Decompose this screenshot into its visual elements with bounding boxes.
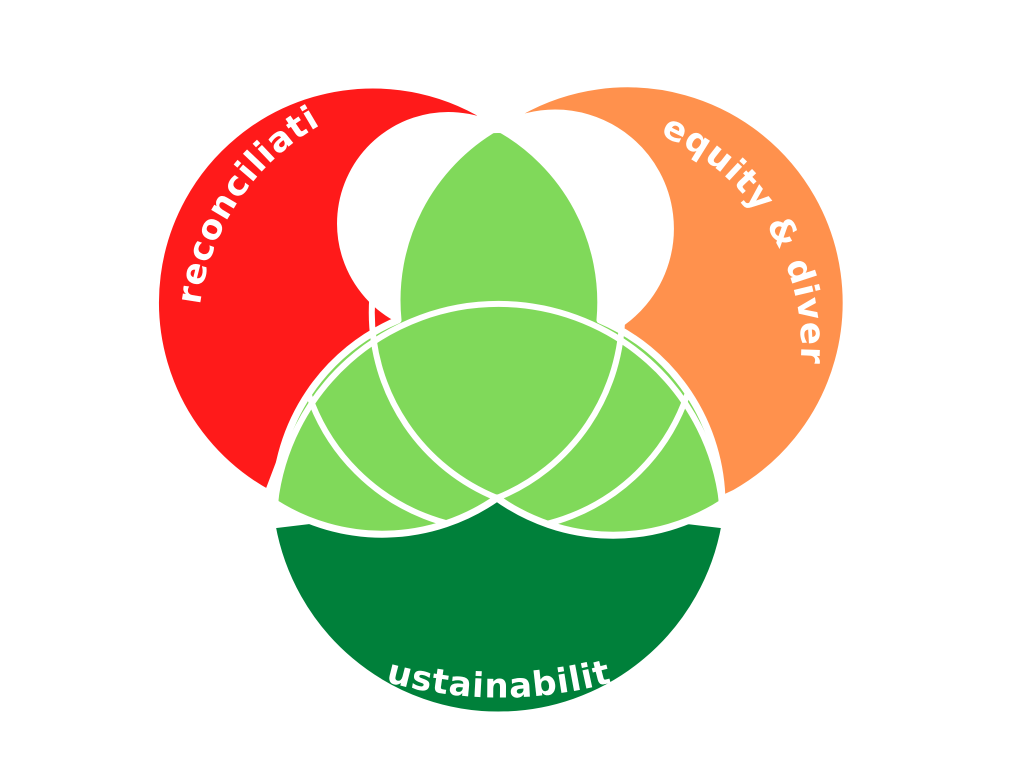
inner-arc-left: [368, 124, 499, 501]
sustainability-circle: [268, 494, 729, 719]
inner-arc-bottom: [272, 301, 725, 504]
reconciliation-circle: [151, 81, 501, 497]
equity-diversity-circle: [496, 80, 850, 504]
inner-arc-right: [495, 124, 626, 501]
